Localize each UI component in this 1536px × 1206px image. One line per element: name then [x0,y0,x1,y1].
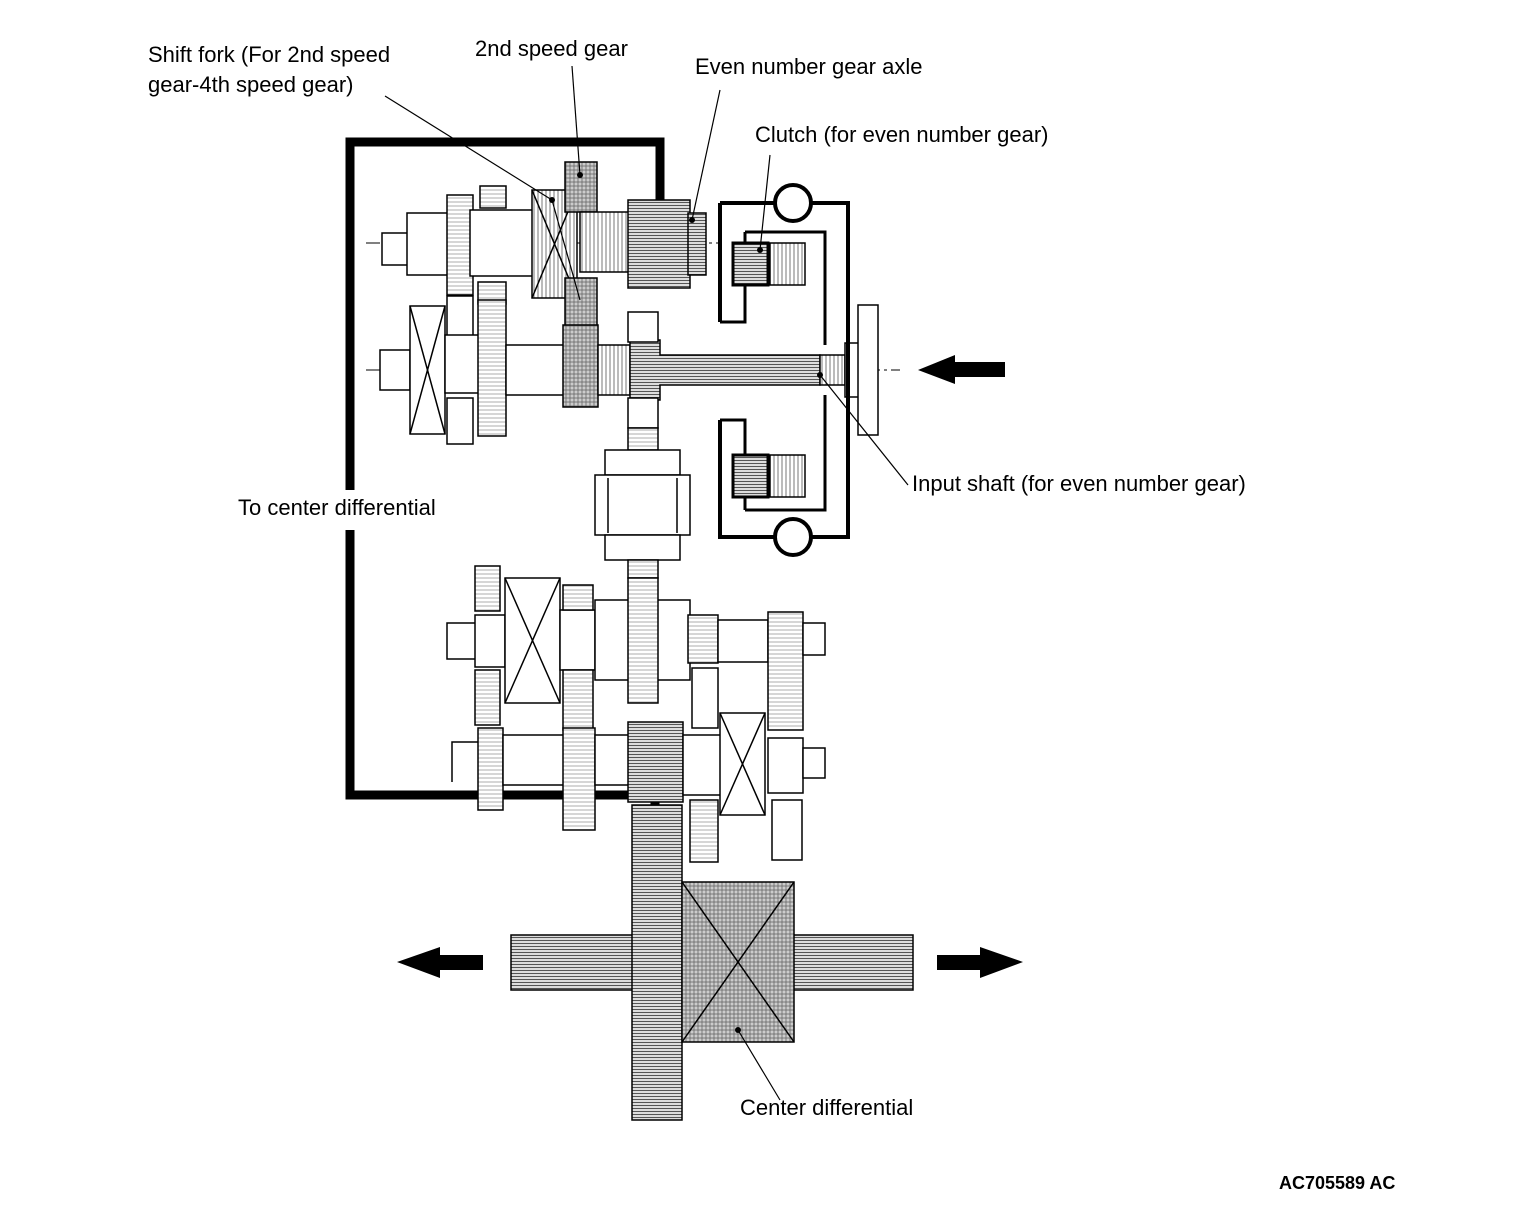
center-differential-label: Center differential [740,1095,914,1120]
clutch-assembly [718,183,850,557]
to-center-differential-label: To center differential [238,495,436,520]
input-arrow [918,355,1005,384]
even-number-gear-axle-label: Even number gear axle [695,54,923,79]
even-number-gear-axle [687,212,707,276]
figure-code: AC705589 AC [1279,1173,1396,1193]
input-shaft-label: Input shaft (for even number gear) [912,471,1246,496]
shift-fork-label: Shift fork (For 2nd speed [148,42,391,67]
even-number-gear-axle-assembly [366,161,720,337]
second-speed-gear-label: 2nd speed gear [475,36,628,61]
leader-lines [384,65,909,1101]
countershaft-assembly [446,565,826,731]
input-shaft [629,339,821,401]
differential-ring-gear [631,804,683,1121]
output-arrow-right [937,947,1023,978]
input-shaft-assembly [366,299,900,445]
output-arrow-left [397,947,483,978]
coupling [594,427,691,579]
leader-dots [549,172,823,1033]
clutch-pack-lower [731,453,770,499]
center-differential [510,804,914,1121]
shift-fork-label-line2: gear-4th speed gear) [148,72,354,97]
second-speed-gear [564,161,598,213]
output-shaft-assembly [451,712,826,863]
clutch-label: Clutch (for even number gear) [755,122,1049,147]
